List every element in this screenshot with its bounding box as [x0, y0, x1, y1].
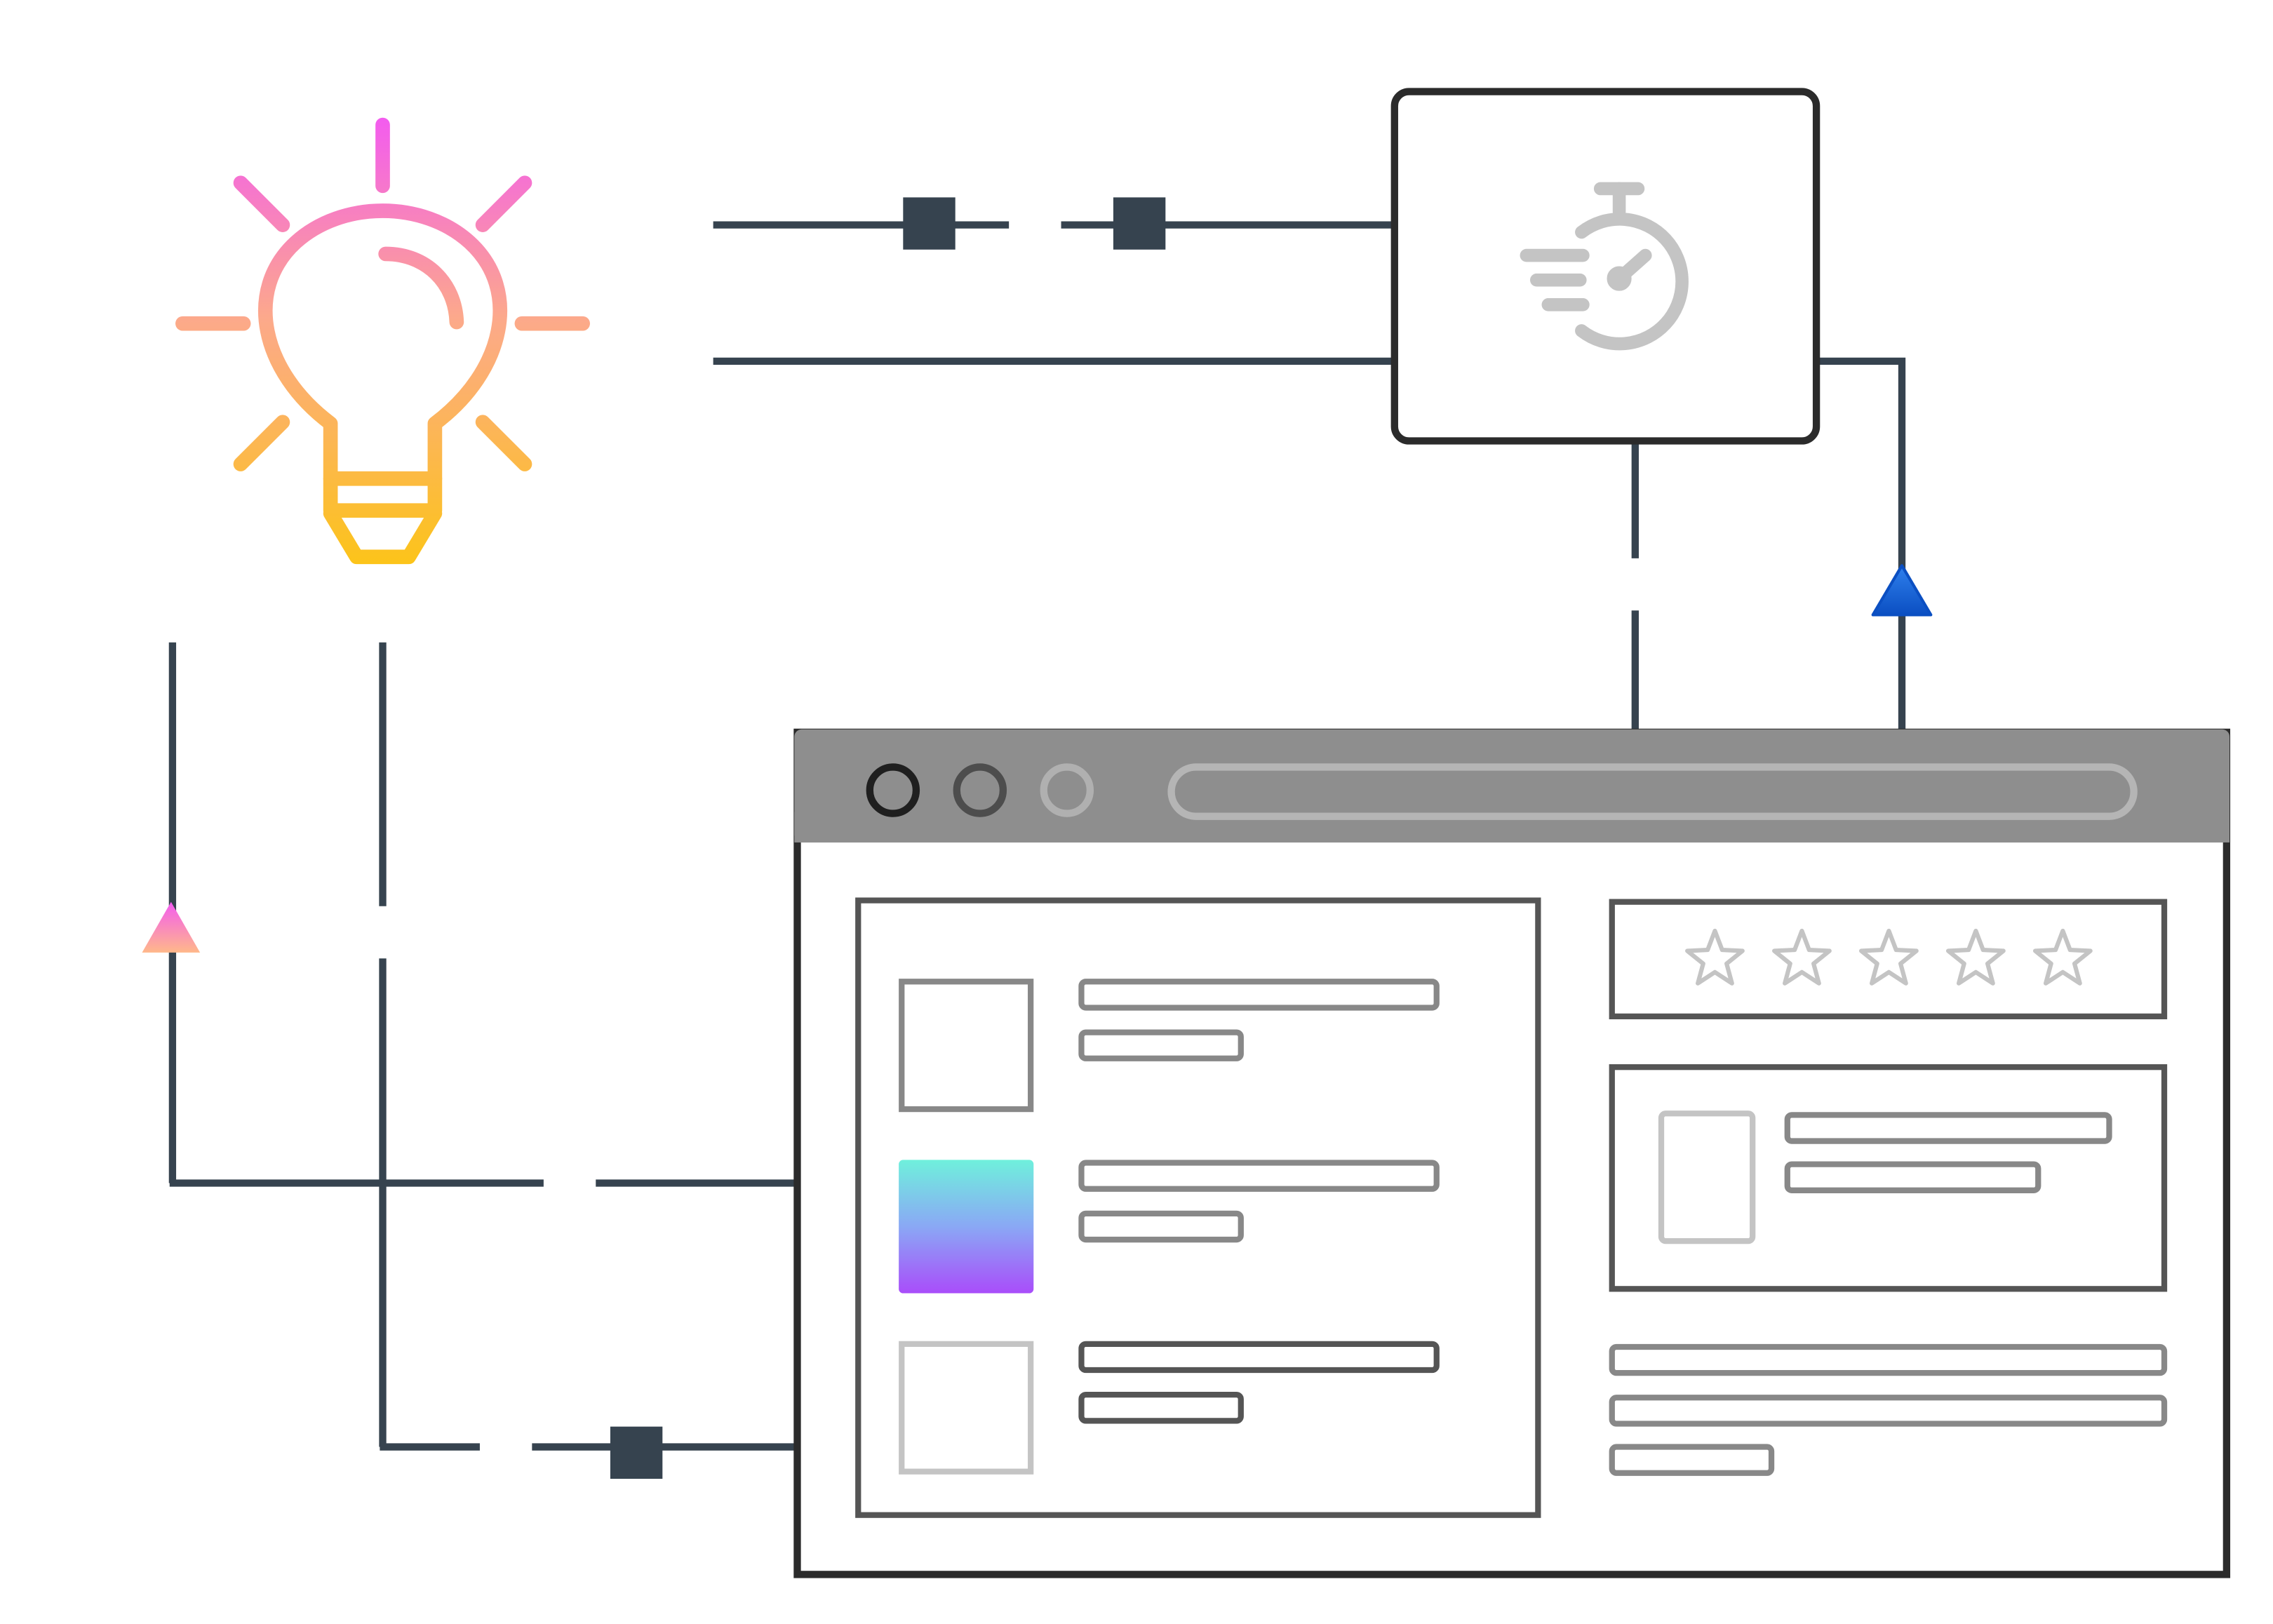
star-rating — [1685, 928, 2093, 986]
list-item — [899, 979, 1440, 1113]
text-line-placeholder — [1609, 1444, 1775, 1476]
text-line-placeholder — [1609, 1343, 2168, 1376]
text-line-placeholder — [1078, 1160, 1440, 1192]
lightbulb-icon — [175, 117, 590, 565]
address-bar[interactable] — [1167, 763, 2138, 820]
star-icon[interactable] — [1772, 928, 1832, 986]
text-line-placeholder — [1078, 1341, 1440, 1374]
thumbnail-placeholder — [899, 979, 1034, 1113]
window-maximize-button[interactable] — [1040, 763, 1094, 817]
star-icon[interactable] — [1685, 928, 1745, 986]
arrow-up-pink-icon — [142, 901, 201, 953]
timer-box — [1390, 88, 1821, 445]
star-icon[interactable] — [1859, 928, 1919, 986]
square-markers — [610, 197, 1166, 1479]
window-minimize-button[interactable] — [953, 763, 1007, 817]
text-line-placeholder — [1078, 1029, 1244, 1061]
stopwatch-icon — [1520, 182, 1689, 351]
content-list-panel — [855, 897, 1541, 1518]
star-icon[interactable] — [2032, 928, 2093, 986]
browser-window — [793, 728, 2231, 1578]
text-line-placeholder — [1078, 979, 1440, 1011]
card-panel — [1609, 1064, 2168, 1292]
text-line-placeholder — [1784, 1112, 2112, 1144]
text-line-placeholder — [1784, 1161, 2041, 1193]
list-item — [899, 1160, 1440, 1294]
card-thumbnail-placeholder — [1658, 1110, 1756, 1244]
text-line-placeholder — [1078, 1392, 1244, 1424]
square-marker — [610, 1426, 663, 1479]
list-item — [899, 1341, 1440, 1475]
window-close-button[interactable] — [866, 763, 920, 817]
thumbnail-image — [899, 1160, 1034, 1294]
star-icon[interactable] — [1946, 928, 2006, 986]
connector-browser-timer — [1816, 357, 1906, 730]
text-line-placeholder — [1078, 1210, 1244, 1243]
square-marker — [1113, 197, 1166, 250]
paragraph-placeholder — [1609, 1343, 2168, 1476]
text-line-placeholder — [1609, 1395, 2168, 1427]
thumbnail-placeholder — [899, 1341, 1034, 1475]
rating-panel — [1609, 899, 2168, 1019]
square-marker — [903, 197, 956, 250]
arrow-up-blue-icon — [1871, 564, 1933, 617]
